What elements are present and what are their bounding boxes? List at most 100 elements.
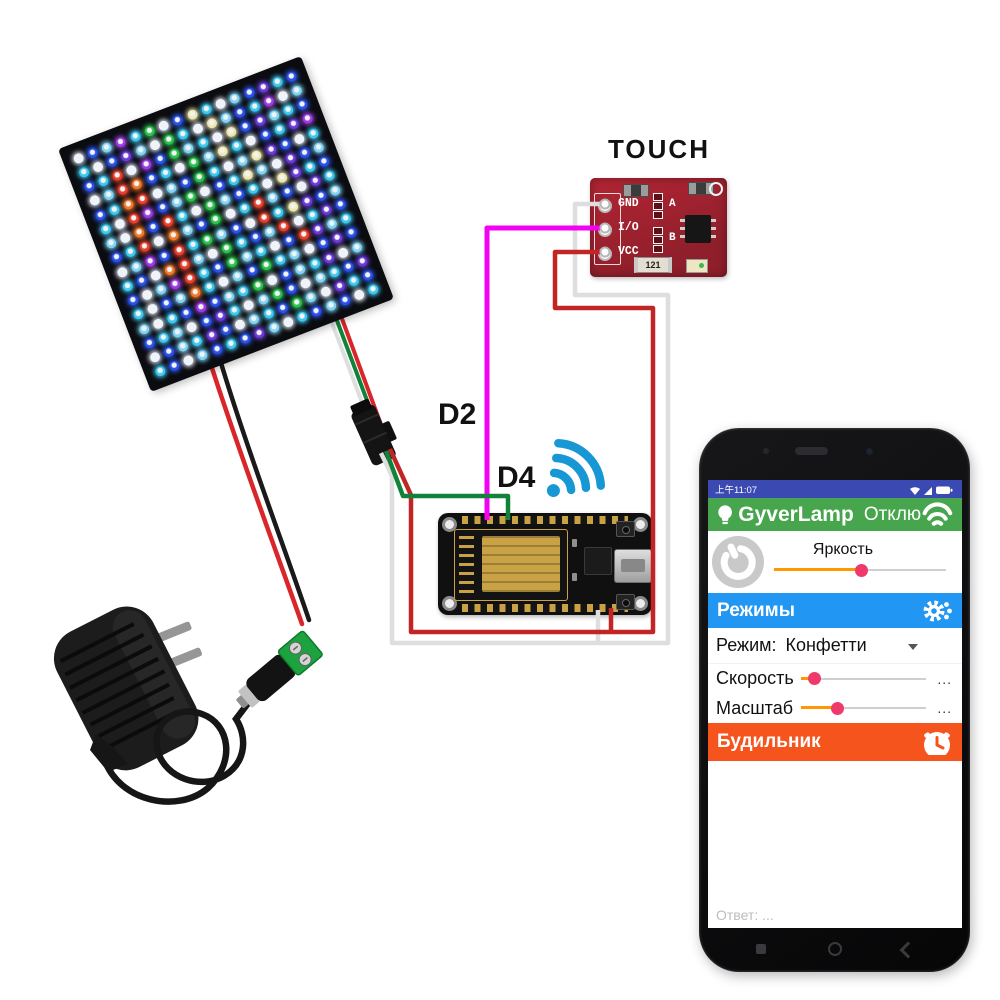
- led: [102, 188, 116, 202]
- led: [169, 277, 183, 291]
- led: [342, 260, 356, 274]
- led: [312, 140, 326, 154]
- led: [277, 219, 291, 233]
- led: [347, 274, 361, 288]
- led: [233, 105, 247, 119]
- led: [122, 197, 136, 211]
- header-wifi-icon[interactable]: [921, 501, 954, 528]
- led: [338, 294, 352, 308]
- power-toggle-icon[interactable]: [711, 535, 765, 589]
- led: [160, 297, 174, 311]
- led: [329, 183, 342, 197]
- led: [245, 264, 259, 278]
- led: [215, 227, 229, 241]
- led: [138, 240, 152, 254]
- led: [301, 112, 315, 126]
- led: [165, 311, 179, 325]
- led: [262, 94, 276, 108]
- status-icons-svg: [910, 486, 953, 495]
- led: [283, 234, 296, 247]
- led: [242, 86, 256, 100]
- led: [82, 180, 96, 194]
- modes-title: Режимы: [717, 599, 795, 621]
- led: [168, 147, 182, 161]
- back-button[interactable]: [899, 941, 917, 959]
- mode-select-row[interactable]: Режим: Конфетти: [708, 628, 962, 664]
- led: [153, 365, 167, 379]
- slider-fill: [801, 706, 838, 709]
- led: [311, 223, 325, 236]
- led: [223, 207, 237, 221]
- battery-tip: [950, 488, 953, 492]
- led: [247, 312, 261, 326]
- led: [239, 332, 253, 346]
- led: [267, 321, 281, 335]
- led: [142, 336, 156, 350]
- home-button[interactable]: [828, 942, 842, 956]
- led: [226, 255, 240, 269]
- content-area: Ответ: ...: [708, 761, 962, 928]
- led: [269, 157, 283, 171]
- brightness-row: Яркость: [708, 531, 962, 593]
- led: [203, 281, 216, 294]
- led: [110, 251, 123, 265]
- dc-jack: [236, 630, 323, 708]
- slider-knob[interactable]: [855, 563, 869, 577]
- led: [228, 304, 242, 317]
- led: [322, 251, 336, 265]
- pin-row-bottom: [462, 604, 628, 612]
- led: [289, 166, 303, 180]
- slider-knob[interactable]: [808, 672, 822, 685]
- led: [319, 285, 333, 299]
- speed-slider[interactable]: [801, 672, 926, 686]
- scale-more[interactable]: ...: [937, 700, 952, 716]
- scale-slider[interactable]: [801, 701, 926, 715]
- led: [219, 323, 233, 337]
- led: [296, 310, 310, 324]
- chip-leg: [711, 227, 716, 230]
- led: [356, 254, 370, 268]
- led: [199, 102, 213, 116]
- gear-icon[interactable]: [921, 598, 953, 624]
- terminal-block: [277, 630, 323, 676]
- nodemcu-board: [438, 513, 652, 615]
- connection-state[interactable]: Отклю: [863, 503, 922, 525]
- led: [143, 254, 157, 268]
- led: [264, 143, 278, 157]
- slider-track[interactable]: [801, 677, 926, 680]
- matrix-cable-green: [334, 317, 388, 452]
- led: [188, 286, 202, 300]
- led: [306, 208, 319, 222]
- led: [323, 169, 337, 183]
- led: [248, 100, 262, 114]
- led: [96, 174, 110, 188]
- led: [182, 354, 196, 368]
- led: [86, 146, 99, 160]
- matrix-cable-white: [329, 319, 383, 454]
- slider-knob[interactable]: [830, 701, 844, 715]
- recents-button[interactable]: [756, 944, 766, 954]
- esp-shield: [482, 536, 560, 592]
- led-matrix: [58, 56, 394, 392]
- led: [276, 89, 290, 103]
- led: [210, 343, 224, 357]
- speed-more[interactable]: ...: [937, 670, 952, 687]
- led: [288, 248, 302, 262]
- led: [285, 69, 299, 83]
- led: [148, 138, 162, 152]
- led: [205, 329, 219, 343]
- led: [124, 245, 138, 259]
- mode-value[interactable]: Конфетти: [785, 635, 867, 655]
- slider-track[interactable]: [801, 707, 926, 709]
- alarm-bar[interactable]: Будильник: [708, 723, 962, 761]
- chevron-down-icon[interactable]: [908, 644, 918, 650]
- status-wifi-icon: [910, 486, 920, 495]
- brightness-slider[interactable]: [774, 563, 946, 577]
- led: [157, 331, 170, 345]
- reply-field[interactable]: Ответ: ...: [716, 907, 774, 923]
- led: [282, 103, 295, 117]
- pad-gnd: [598, 199, 612, 213]
- adapter-body: [53, 606, 199, 771]
- chip-leg: [680, 227, 685, 230]
- led: [290, 296, 304, 310]
